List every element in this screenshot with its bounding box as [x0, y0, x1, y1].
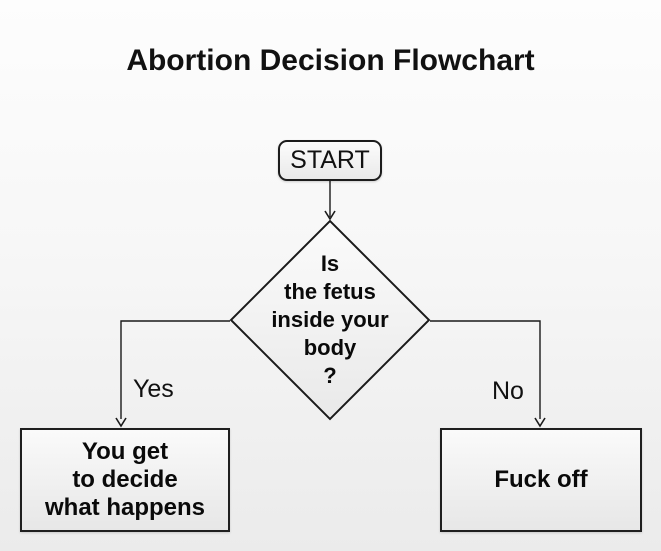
decision-text-line: the fetus: [284, 279, 376, 304]
outcome-yes-line: to decide: [72, 466, 178, 493]
outcome-no-label: Fuck off: [494, 466, 588, 493]
arrowhead-down-icon: [115, 417, 127, 428]
page-title: Abortion Decision Flowchart: [126, 44, 535, 77]
arrowhead-down-icon: [534, 417, 546, 428]
decision-text-line: ?: [323, 363, 337, 388]
no-branch-label: No: [492, 377, 524, 405]
outcome-box-yes: You get to decide what happens: [20, 428, 230, 532]
decision-node-text: Is the fetus inside your body ?: [230, 250, 430, 390]
decision-text-line: body: [303, 335, 357, 360]
outcome-yes-line: You get: [81, 438, 169, 465]
outcome-yes-line: what happens: [44, 494, 206, 521]
decision-text-line: inside your: [271, 307, 389, 332]
yes-branch-label: Yes: [133, 375, 174, 403]
connector-no-branch: [430, 320, 541, 419]
arrowhead-down-icon: [324, 210, 336, 221]
start-node: START: [278, 140, 382, 181]
start-node-label: START: [290, 146, 370, 174]
outcome-box-no: Fuck off: [440, 428, 642, 532]
decision-text-line: Is: [320, 251, 340, 276]
connector-yes-branch: [120, 320, 230, 419]
